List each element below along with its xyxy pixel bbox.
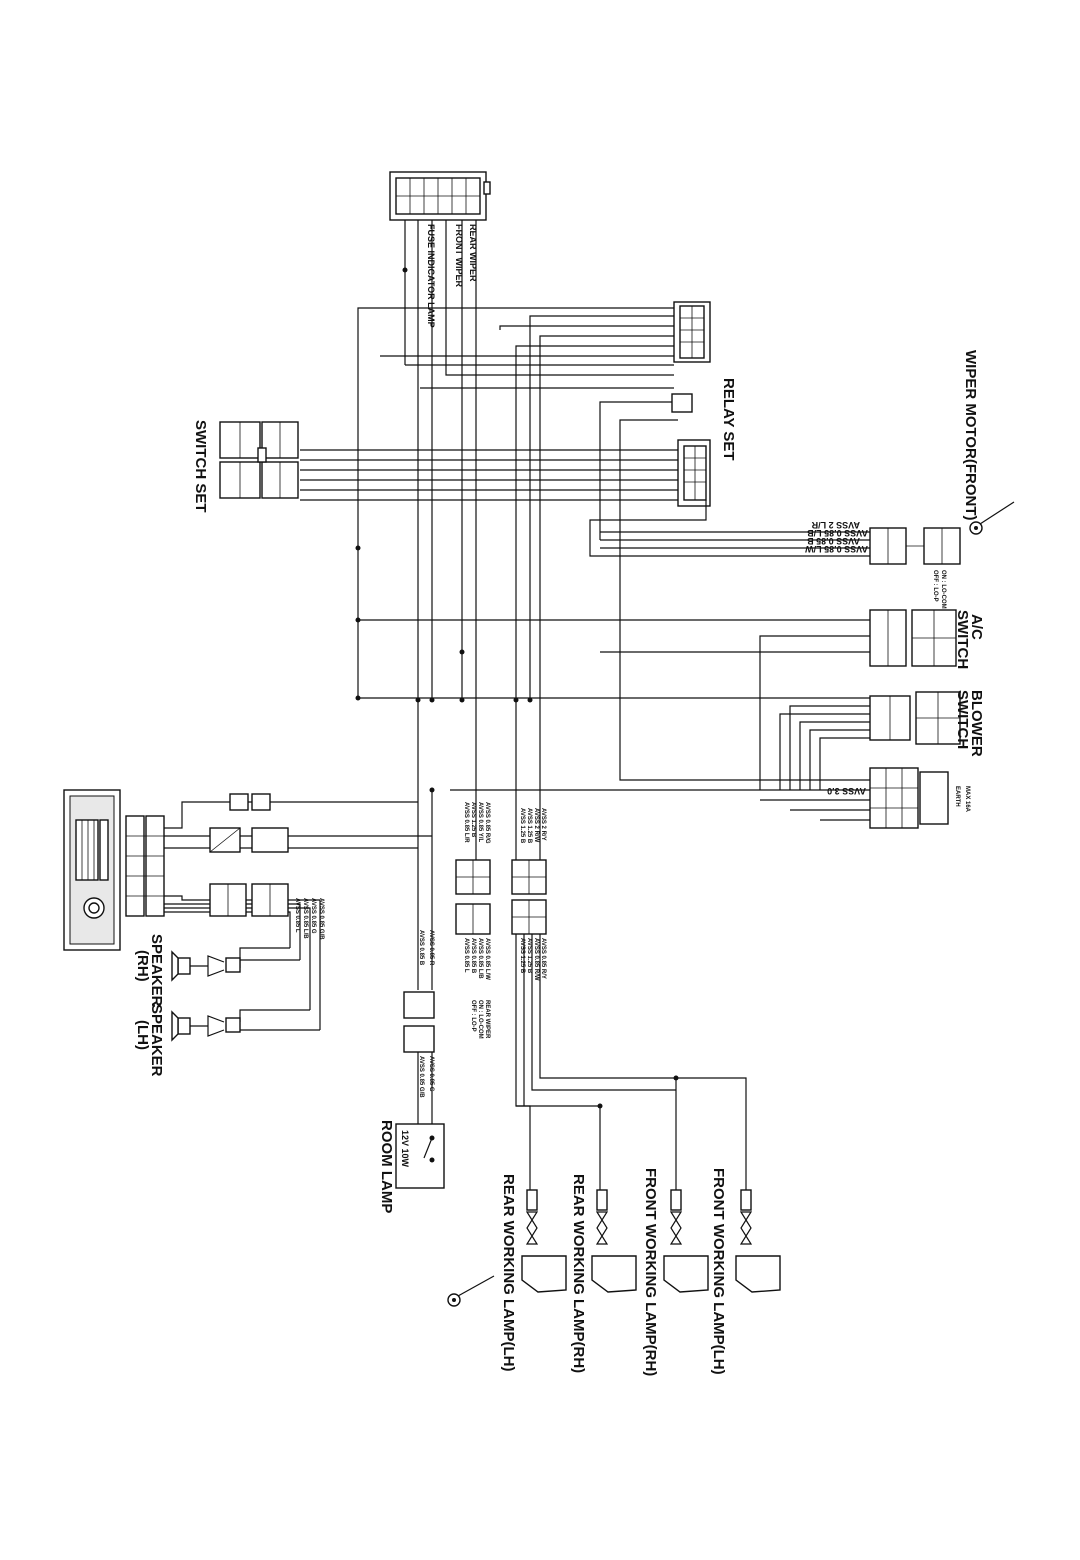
front-working-lamp-lh <box>735 1189 781 1293</box>
power-connector-block <box>869 767 949 829</box>
wire-wiper-1: AVSS 2 L/R <box>811 520 860 530</box>
wire-wl-lo-3: AVSS 1.25 B <box>526 938 532 974</box>
wire-rw-up-3: AVSS 1.25 B <box>470 802 476 838</box>
wire-wl-up-3: AVSS 1.25 B <box>526 808 532 844</box>
wire-wiper-3: AVSS 0.85 B <box>807 536 860 546</box>
radio-fuse-connector <box>229 793 271 811</box>
rear-wiper-connector-upper <box>455 859 491 895</box>
rear-wiper-label: REAR WIPER <box>468 224 478 282</box>
earth-label: EARTH <box>954 786 960 807</box>
wire-spk-2: AVSS 0.85 G <box>310 898 316 934</box>
wire-room-1: AVSS 0.85 R <box>428 930 434 966</box>
room-lamp-connector-upper <box>403 991 435 1019</box>
avss-3-label: AVSS 3.0 <box>827 786 866 796</box>
wiper-on-label: ON : LO-COM <box>940 570 946 609</box>
fuse-box-connector <box>389 171 491 221</box>
blower-switch-label-1: BLOWER <box>968 690 985 757</box>
wire-rw-lo-4: AVSS 0.85 L <box>463 938 469 973</box>
radio-speaker-connector <box>209 883 289 917</box>
wire-rw-lo-3: AVSS 0.85 B <box>470 938 476 974</box>
wire-spk-1: AVSS 0.85 G/B <box>318 898 324 940</box>
speaker-lh <box>171 1010 241 1042</box>
wiper-motor-front-label: WIPER MOTOR(FRONT) <box>962 350 979 521</box>
radio-connector <box>125 815 165 917</box>
radio-unit <box>63 789 121 951</box>
blower-switch-label-2: SWITCH <box>954 690 971 749</box>
working-lamp-connector-upper <box>511 859 547 895</box>
rear-wiper-switch-label: REAR WIPER <box>484 1000 490 1039</box>
switch-set-label: SWITCH SET <box>192 420 209 513</box>
speaker-lh-label-2: (LH) <box>134 1020 151 1050</box>
wire-wl-up-4: AVSS 1.25 B <box>519 808 525 844</box>
speaker-rh-label-2: (RH) <box>134 950 151 982</box>
ac-switch-label-2: SWITCH <box>954 610 971 669</box>
rear-working-lamp-rh <box>591 1189 637 1293</box>
room-lamp-connector-lower <box>403 1025 435 1053</box>
front-working-lamp-lh-label: FRONT WORKING LAMP(LH) <box>710 1168 727 1375</box>
rear-working-lamp-lh <box>521 1189 567 1293</box>
rear-wiper-connector-lower <box>455 903 491 935</box>
wire-wl-lo-2: AVSS 0.85 R/W <box>533 938 539 981</box>
speaker-rh-label-1: SPEAKER <box>148 934 165 1007</box>
blower-switch-connector <box>869 691 961 745</box>
wire-wl-lo-4: AVSS 1.25 B <box>519 938 525 974</box>
wire-room-4: AVSS 0.85 G/B <box>418 1056 424 1098</box>
wire-rw-lo-2: AVSS 0.85 L/B <box>477 938 483 979</box>
wire-wiper-2: AVSS 0.85 L/B <box>807 528 868 538</box>
fuse-indicator-lamp-label: FUSE INDICATOR LAMP <box>426 224 436 328</box>
switch-set <box>219 421 299 499</box>
wire-room-2: AVSS 0.85 B <box>418 930 424 966</box>
wire-room-3: AVSS 0.85 G <box>428 1056 434 1092</box>
wire-rw-lo-1: AVSS 0.85 L/W <box>484 938 490 980</box>
speaker-lh-label-1: SPEAKER <box>148 1004 165 1077</box>
ground-symbol-wiper <box>969 501 1015 535</box>
wire-wl-lo-1: AVSS 0.85 R/Y <box>540 938 546 979</box>
front-wiper-label: FRONT WIPER <box>454 224 464 287</box>
rear-wiper-off-label: OFF : LO-P <box>470 1000 476 1032</box>
wire-wl-up-2: AVSS 2 R/W <box>533 808 539 843</box>
wiper-off-label: OFF : LO-P <box>932 570 938 602</box>
max-16a-label: MAX 16A <box>964 786 970 813</box>
ac-switch-connector <box>869 609 957 667</box>
relay-set-label: RELAY SET <box>720 378 737 461</box>
wire-rw-up-2: AVSS 0.85 Y/L <box>477 802 483 842</box>
rear-working-lamp-rh-label: REAR WORKING LAMP(RH) <box>570 1174 587 1373</box>
room-lamp-label: ROOM LAMP <box>378 1120 395 1213</box>
rear-working-lamp-lh-label: REAR WORKING LAMP(LH) <box>500 1174 517 1371</box>
front-working-lamp-rh <box>663 1189 709 1293</box>
room-lamp <box>395 1123 445 1189</box>
speaker-rh <box>171 950 241 982</box>
front-working-lamp-rh-label: FRONT WORKING LAMP(RH) <box>642 1168 659 1376</box>
ac-switch-label-1: A/C <box>968 614 985 640</box>
wiper-motor-connector <box>869 527 961 565</box>
wire-rw-up-4: AVSS 0.85 L/R <box>463 802 469 843</box>
relay-set <box>671 301 711 507</box>
room-lamp-rating-label: 12V 10W <box>400 1130 410 1168</box>
wire-spk-4: AVSS 0.85 L <box>294 898 300 933</box>
ground-symbol-lamps <box>447 1275 495 1307</box>
rear-wiper-on-label: ON : LO-COM <box>477 1000 483 1039</box>
wire-spk-3: AVSS 0.85 L/B <box>302 898 308 939</box>
wire-rw-up-1: AVSS 0.85 R/G <box>484 802 490 844</box>
radio-power-connector <box>209 827 289 853</box>
wire-wl-up-1: AVSS 2 R/Y <box>540 808 546 841</box>
wire-wiper-4: AVSS 0.85 L/W <box>805 544 868 554</box>
working-lamp-connector-lower <box>511 899 547 935</box>
